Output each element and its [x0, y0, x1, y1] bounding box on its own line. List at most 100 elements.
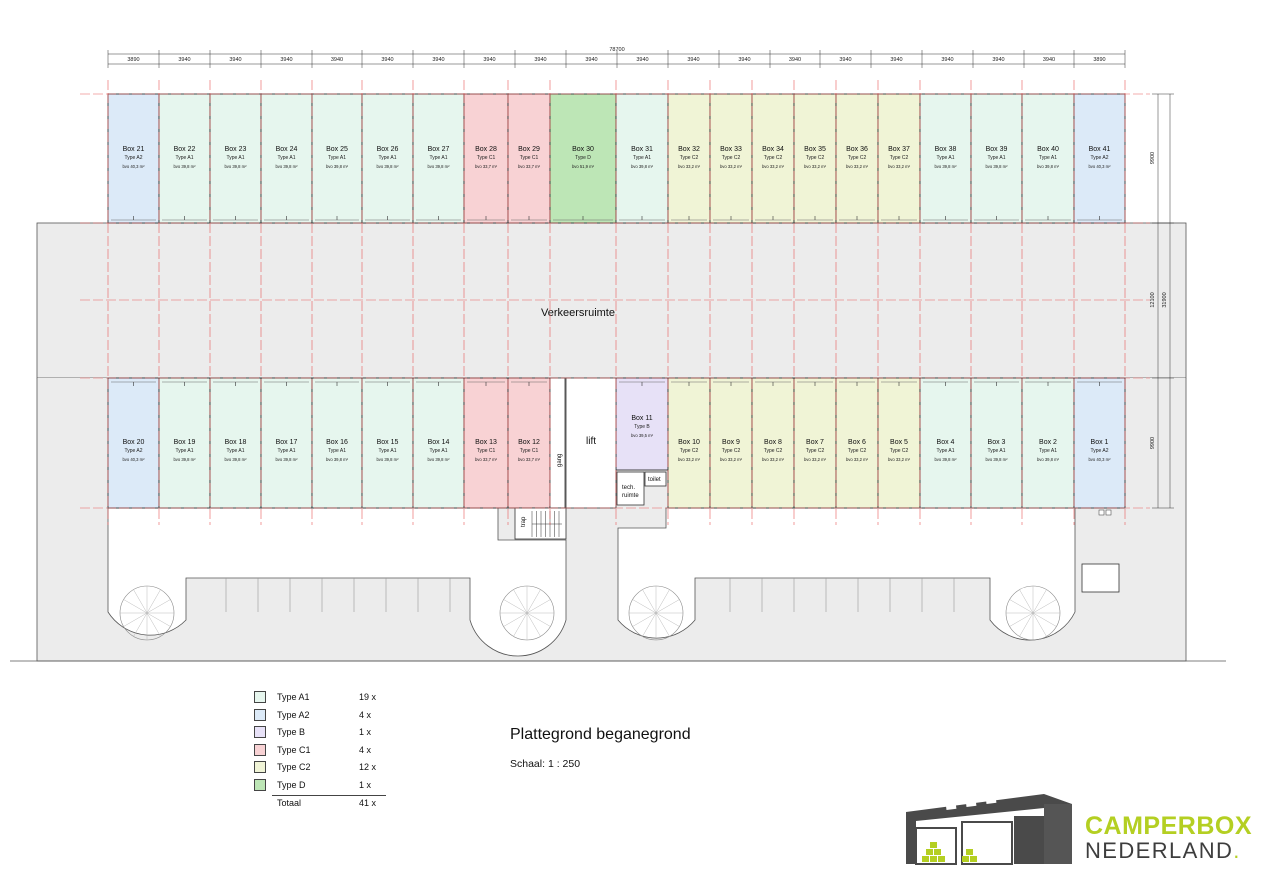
box-type: Type A2 [124, 448, 142, 454]
box-type: Type A1 [378, 155, 396, 161]
box-bvo: bvo 39,8 m² [224, 164, 247, 169]
column-dimension: 3940 [331, 57, 343, 63]
box-rect [260, 377, 313, 509]
column-dimension: 3940 [941, 57, 953, 63]
box-type: Type A1 [328, 155, 346, 161]
box-label: Box 27 [428, 146, 450, 153]
box-type: Type C2 [722, 155, 741, 161]
turntable-spoke [1032, 612, 1057, 627]
box-label: Box 24 [276, 146, 298, 153]
box-type: Type A1 [328, 448, 346, 454]
warehouse-logo-icon [906, 794, 1072, 865]
box-type: Type C2 [764, 155, 783, 161]
box-label: Box 30 [572, 146, 594, 153]
turntable-spoke [503, 612, 528, 627]
parking-island-left [107, 507, 567, 657]
box-label: Box 32 [678, 146, 700, 153]
meter-box [1105, 509, 1112, 516]
box-bvo: bvo 33,2 m² [762, 164, 785, 169]
box-label: Box 37 [888, 146, 910, 153]
box-label: Box 23 [225, 146, 247, 153]
legend-swatch [254, 761, 266, 774]
box-bvo: bvo 39,8 m² [934, 164, 957, 169]
column-dimension: 3940 [687, 57, 699, 63]
turntable-spoke [1032, 612, 1047, 637]
turntable-spoke [146, 589, 161, 614]
right-dimension: 12100 [1150, 292, 1156, 307]
legend-count: 4 x [359, 744, 372, 755]
box-type: Type C2 [806, 448, 825, 454]
box-bvo: bvo 40,3 m² [1088, 164, 1111, 169]
box-rect [158, 93, 211, 224]
gang [549, 377, 566, 509]
turntable-spoke [526, 599, 551, 614]
turntable-spoke [642, 612, 657, 637]
stair-treads [531, 511, 562, 537]
box-label: Box 33 [720, 146, 742, 153]
box-type: Type A1 [175, 155, 193, 161]
turntable-spoke [513, 612, 528, 637]
box-label: Box 36 [846, 146, 868, 153]
box-type: Type C2 [890, 155, 909, 161]
turntable-spoke [1009, 599, 1034, 614]
turntable-spoke [146, 612, 161, 637]
turntable-spoke [632, 599, 657, 614]
box-type: Type C2 [890, 448, 909, 454]
box-type: Type A1 [1039, 155, 1057, 161]
box-type: Type C2 [680, 448, 699, 454]
box-bvo: bvo 39,8 m² [985, 164, 1008, 169]
box-type: Type C1 [477, 155, 496, 161]
box-label: Box 35 [804, 146, 826, 153]
column-dimension: 3890 [1093, 57, 1105, 63]
box-bvo: bvo 39,8 m² [275, 457, 298, 462]
right-dimension: 31900 [1162, 292, 1168, 307]
box-label: Box 9 [722, 439, 740, 446]
box-bvo: bvo 33,2 m² [678, 457, 701, 462]
turntable-spoke [526, 612, 551, 627]
column-dimension: 3940 [229, 57, 241, 63]
lift-label: lift [586, 436, 596, 447]
box-rect [463, 93, 509, 224]
box-label: Box 19 [174, 439, 196, 446]
box-type: Type C1 [477, 448, 496, 454]
box-label: Box 3 [988, 439, 1006, 446]
turntable-spoke [1032, 589, 1047, 614]
box-label: Box 40 [1037, 146, 1059, 153]
column-dimension: 3940 [789, 57, 801, 63]
box-bvo: bvo 39,8 m² [173, 164, 196, 169]
box-label: Box 18 [225, 439, 247, 446]
box-rect [311, 93, 363, 224]
box-label: Box 21 [123, 146, 145, 153]
box-label: Box 15 [377, 439, 399, 446]
box-label: Box 4 [937, 439, 955, 446]
legend-count: 4 x [359, 709, 372, 720]
turntable-spoke [123, 612, 148, 627]
box-bvo: bvo 33,2 m² [846, 164, 869, 169]
box-rect [463, 377, 509, 509]
box-label: Box 28 [475, 146, 497, 153]
box-label: Box 11 [631, 415, 652, 422]
drawing-scale: Schaal: 1 : 250 [510, 758, 581, 770]
column-dimension: 3940 [992, 57, 1004, 63]
box-label: Box 41 [1089, 146, 1111, 153]
ruimte-label: ruimte [622, 493, 639, 499]
box-rect [615, 377, 669, 471]
